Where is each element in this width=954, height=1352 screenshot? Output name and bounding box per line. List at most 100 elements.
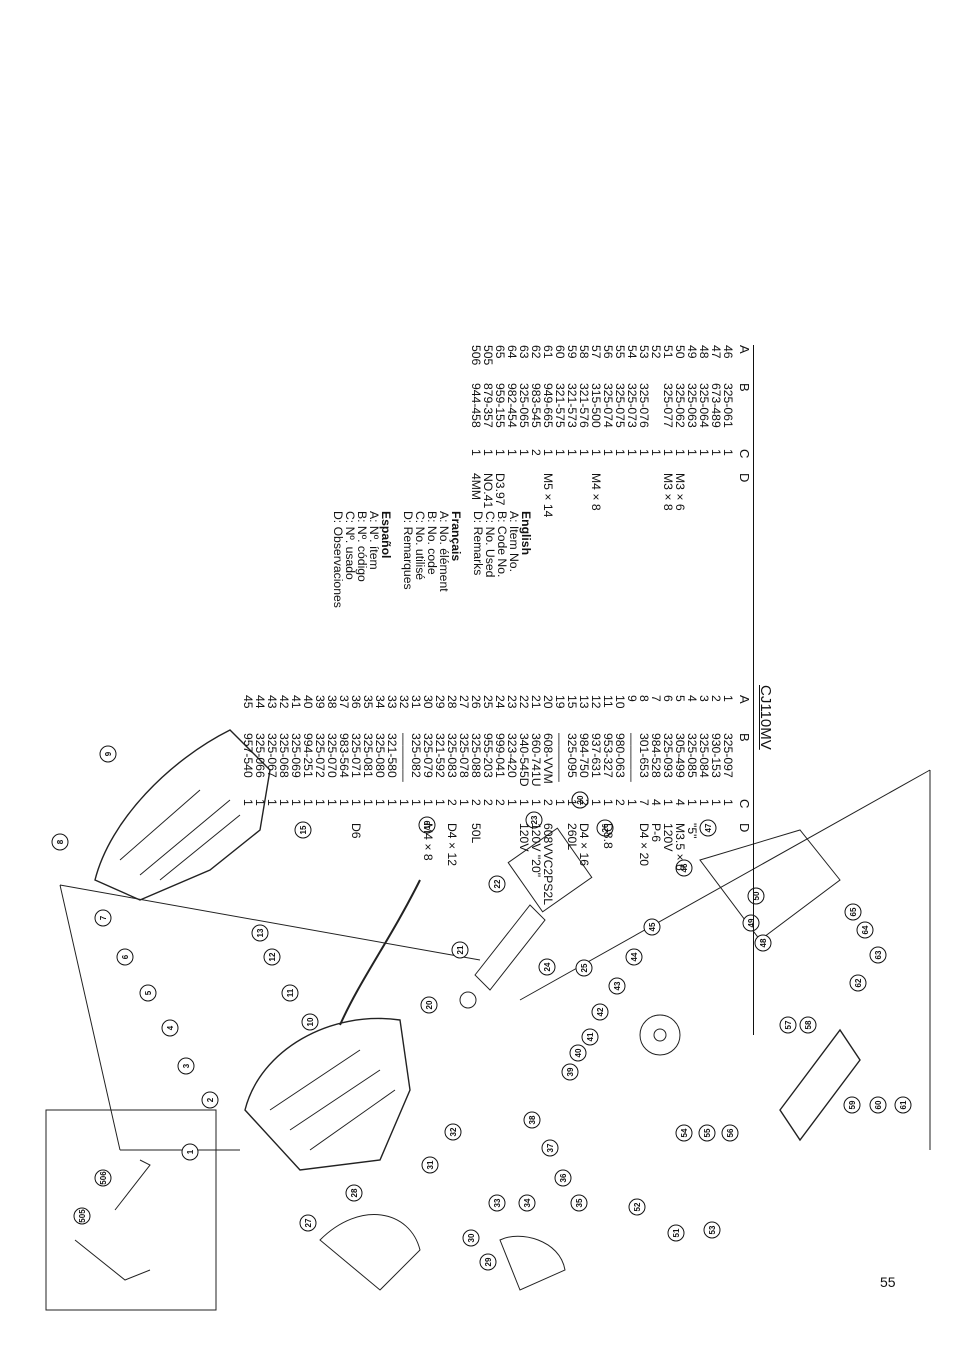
cell-d (554, 473, 566, 573)
cell-a: 19 (553, 695, 567, 709)
cell-c: 1 (409, 799, 423, 806)
cell-b: 321-592 (433, 733, 447, 778)
cell-a: 32 (397, 695, 411, 709)
gear-cover (699, 829, 841, 941)
cell-a: 25 (481, 695, 495, 709)
callout-label: 54 (680, 1128, 689, 1137)
cell-a: 26 (469, 695, 483, 709)
cell-b: 937-631 (589, 733, 603, 778)
cell-c: 7 (637, 799, 651, 806)
callout: 9 (99, 745, 117, 763)
cell-a: 61 (541, 345, 555, 359)
cell-c: 1 (673, 449, 687, 456)
cell-a: 49 (685, 345, 699, 359)
cell-c: 1 (721, 449, 735, 456)
cell-d (650, 473, 662, 573)
callout-label: 22 (493, 879, 502, 888)
callout-label: 46 (680, 863, 689, 872)
callout-label: 33 (493, 1198, 502, 1207)
callout-label: 39 (566, 1067, 575, 1076)
callout: 11 (281, 984, 299, 1002)
cell-b: 325-071 (349, 733, 363, 778)
cell-b: 673-489 (709, 383, 723, 428)
callout: 60 (869, 1096, 887, 1114)
callout-label: 48 (759, 938, 768, 947)
callout-label: 5 (144, 990, 153, 995)
cell-b: 325-097 (721, 733, 735, 778)
cell-b: 879-357 (481, 383, 495, 428)
callout-label: 30 (467, 1233, 476, 1242)
legend-line: D: Remarques (401, 511, 415, 590)
legend-line: D: Observaciones (331, 511, 345, 608)
cell-d: 50L (469, 823, 483, 844)
cell-d (698, 823, 710, 923)
callout: 5 (139, 984, 157, 1002)
cell-a: 62 (529, 345, 543, 359)
callout: 2 (201, 1091, 219, 1109)
cell-b: 325-088 (469, 733, 483, 778)
cell-d: 120V (661, 823, 675, 852)
cell-b: 301-653 (637, 733, 651, 778)
callout-label: 64 (861, 925, 870, 934)
header-d: D (737, 473, 752, 483)
callout-label: 7 (99, 915, 108, 920)
callout-label: 15 (299, 825, 308, 834)
callout-label: 45 (648, 922, 657, 931)
callout: 15 (294, 821, 312, 839)
cell-b: 321-575 (553, 383, 567, 428)
cell-c: 1 (589, 449, 603, 456)
cell-c: 2 (577, 799, 591, 806)
callout: 505 (73, 1207, 91, 1225)
cell-d (494, 823, 506, 923)
bearing-20-a (459, 991, 477, 1009)
callout: 36 (554, 1169, 572, 1187)
cell-a: 3 (697, 695, 711, 702)
cell-c: 1 (277, 799, 291, 806)
callout-label: 19 (423, 820, 432, 829)
cell-d (626, 823, 638, 923)
cell-d (254, 823, 266, 923)
cell-c: 1 (553, 799, 567, 806)
cell-a: 40 (301, 695, 315, 709)
cell-a: 37 (337, 695, 351, 709)
cell-b: 360-741U (529, 733, 543, 787)
callout-label: 38 (528, 1115, 537, 1124)
legend-language: Français (449, 511, 463, 562)
table1-header: A B C D (734, 695, 752, 923)
callout: 47 (699, 819, 717, 837)
callout-label: 34 (523, 1198, 532, 1207)
callout-label: 27 (304, 1218, 313, 1227)
cell-a: 12 (589, 695, 603, 709)
callout: 7 (94, 909, 112, 927)
callout-label: 13 (256, 928, 265, 937)
callout: 21 (451, 941, 469, 959)
legend-line: A: No. élément (437, 511, 451, 592)
cell-a: 60 (553, 345, 567, 359)
cell-d: M4 × 8 (421, 823, 435, 861)
cell-b: 930-153 (709, 733, 723, 778)
cell-a: 56 (601, 345, 615, 359)
callout: 64 (856, 921, 874, 939)
callout: 33 (488, 1194, 506, 1212)
callout-label: 47 (704, 823, 713, 832)
callout: 19 (418, 816, 436, 834)
cell-c: 1 (241, 799, 255, 806)
page-number: 55 (880, 1274, 896, 1290)
cell-b: 325-081 (361, 733, 375, 778)
cell-d (326, 823, 338, 923)
cell-c: 1 (349, 799, 363, 806)
hex-key (114, 1159, 151, 1211)
callout-label: 37 (546, 1143, 555, 1152)
callout: 20 (571, 791, 589, 809)
callout-label: 42 (596, 1007, 605, 1016)
